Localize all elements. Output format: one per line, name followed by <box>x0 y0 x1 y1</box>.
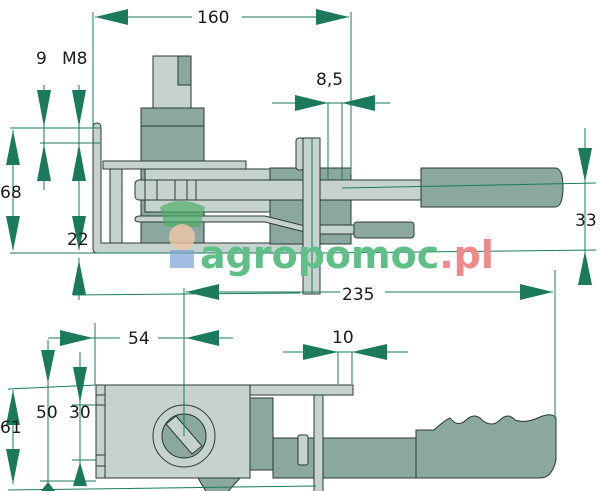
dim-54: 54 <box>128 329 150 349</box>
side-handle <box>415 414 557 479</box>
side-rod <box>272 437 418 479</box>
dim-8-5: 8,5 <box>316 70 343 90</box>
knob-notch <box>177 55 192 86</box>
top-plate <box>102 160 247 170</box>
dim-50: 50 <box>36 403 58 423</box>
l-bracket <box>92 122 321 254</box>
dim-235: 235 <box>342 285 374 305</box>
dimension-lines <box>6 9 597 491</box>
dim-30: 30 <box>69 403 91 423</box>
main-rod <box>134 179 426 201</box>
watermark-logo: agropomoc.pl <box>160 201 494 277</box>
dim-68: 68 <box>0 183 22 203</box>
dim-160: 160 <box>197 8 229 28</box>
dim-m8: M8 <box>62 49 87 69</box>
side-top-plate <box>249 384 354 396</box>
dimension-labels: 160 9 M8 8,5 68 22 33 235 54 10 61 50 30 <box>0 8 597 438</box>
side-view-part <box>95 384 557 491</box>
secondary-handle <box>353 221 415 239</box>
dim-61: 61 <box>0 418 22 438</box>
side-vertical-plate <box>313 394 324 491</box>
wedge <box>197 477 242 491</box>
dim-33: 33 <box>575 211 597 231</box>
dim-10: 10 <box>332 328 354 348</box>
watermark-text: agropomoc.pl <box>200 233 494 277</box>
dim-9: 9 <box>36 49 47 69</box>
dim-22: 22 <box>67 230 89 250</box>
main-handle <box>420 167 564 208</box>
